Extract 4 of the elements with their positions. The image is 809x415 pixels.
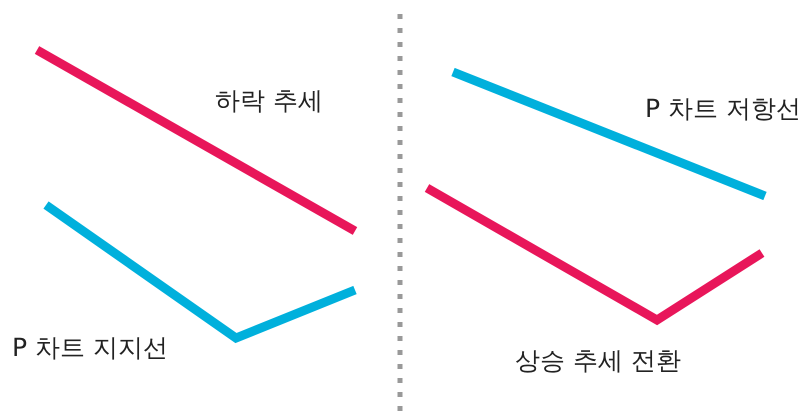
chart-label: 하락 추세 <box>215 88 323 113</box>
chart-label: P 차트 저항선 <box>645 96 801 121</box>
chart-label: P 차트 지지선 <box>12 335 168 360</box>
chart-label: 상승 추세 전환 <box>515 348 681 373</box>
